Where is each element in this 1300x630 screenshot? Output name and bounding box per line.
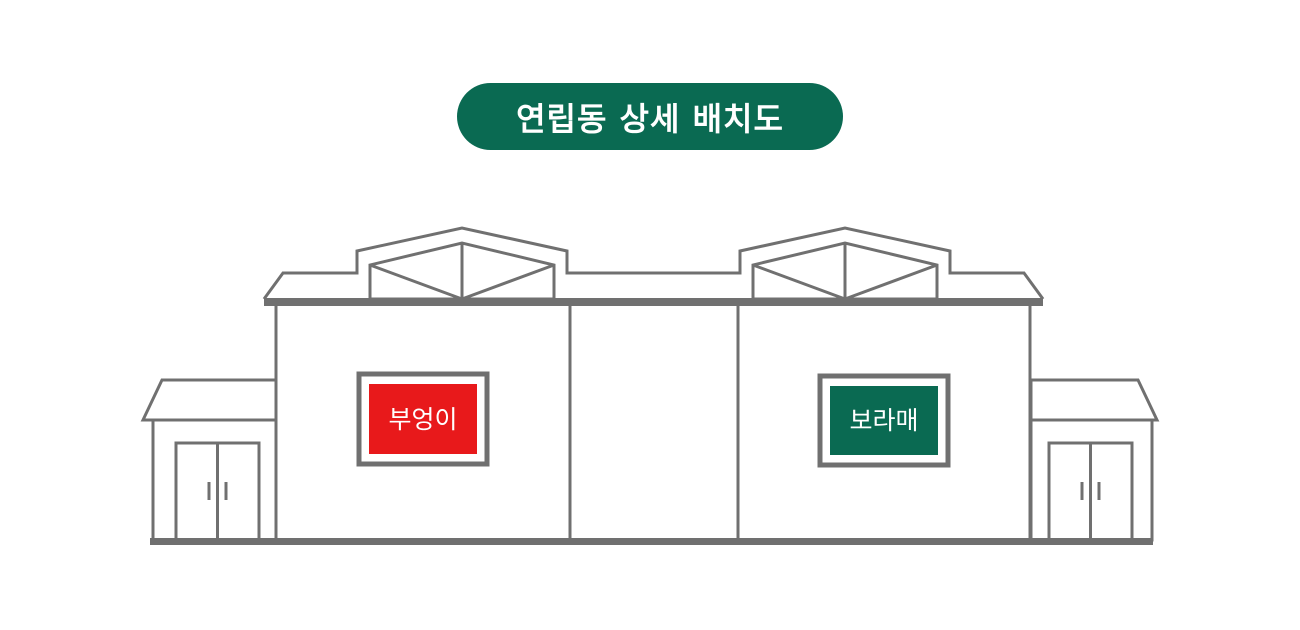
page-title: 연립동 상세 배치도 xyxy=(457,83,843,150)
sign-left-panel xyxy=(369,384,477,454)
left-annex-roof xyxy=(140,378,278,422)
sign-right-panel xyxy=(830,386,938,455)
sign-right-label: 보라매 xyxy=(849,406,918,435)
right-annex xyxy=(1029,378,1160,542)
sign-right: 보라매 xyxy=(817,373,951,468)
roof-eave xyxy=(264,298,1043,306)
sign-left: 부엉이 xyxy=(356,371,490,467)
left-skylight xyxy=(368,241,556,301)
sign-left-label: 부엉이 xyxy=(388,405,457,434)
right-annex-roof xyxy=(1029,378,1160,422)
ground-line xyxy=(150,538,1153,545)
main-roof-outline xyxy=(262,226,1045,300)
left-annex xyxy=(140,378,278,542)
right-skylight xyxy=(751,241,939,301)
